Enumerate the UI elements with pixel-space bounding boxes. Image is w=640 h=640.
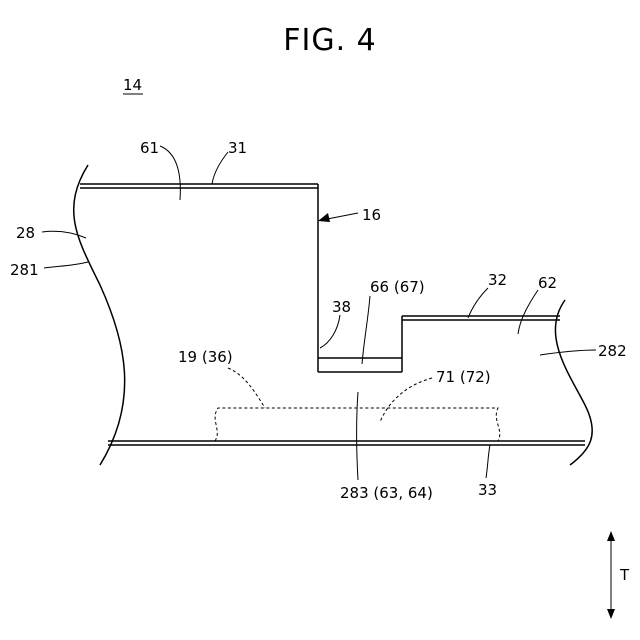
leader-32	[468, 288, 488, 318]
leader-282	[540, 350, 596, 355]
label-33: 33	[478, 481, 497, 499]
direction-arrow-t	[607, 531, 615, 619]
leader-61	[160, 146, 180, 200]
label-66: 66 (67)	[370, 278, 425, 296]
reference-number: 14	[123, 76, 142, 94]
leader-71	[380, 378, 432, 422]
leader-33	[486, 445, 490, 478]
arrow-16	[318, 213, 358, 222]
label-19: 19 (36)	[178, 348, 233, 366]
leader-62	[518, 290, 538, 334]
label-281: 281	[10, 261, 39, 279]
label-62: 62	[538, 274, 557, 292]
leader-lines	[42, 146, 596, 480]
label-282: 282	[598, 342, 627, 360]
label-38: 38	[332, 298, 351, 316]
leader-66	[362, 296, 370, 364]
label-32: 32	[488, 271, 507, 289]
label-28: 28	[16, 224, 35, 242]
label-31: 31	[228, 139, 247, 157]
leader-283	[357, 392, 359, 480]
leader-19	[228, 368, 265, 408]
label-283: 283 (63, 64)	[340, 484, 433, 502]
leader-38	[320, 315, 340, 348]
figure-title: FIG. 4	[283, 23, 377, 58]
leader-28	[42, 231, 86, 238]
label-71: 71 (72)	[436, 368, 491, 386]
label-61: 61	[140, 139, 159, 157]
leader-31	[212, 152, 228, 184]
label-16: 16	[362, 206, 381, 224]
label-t: T	[619, 566, 630, 584]
leader-281	[44, 262, 88, 268]
